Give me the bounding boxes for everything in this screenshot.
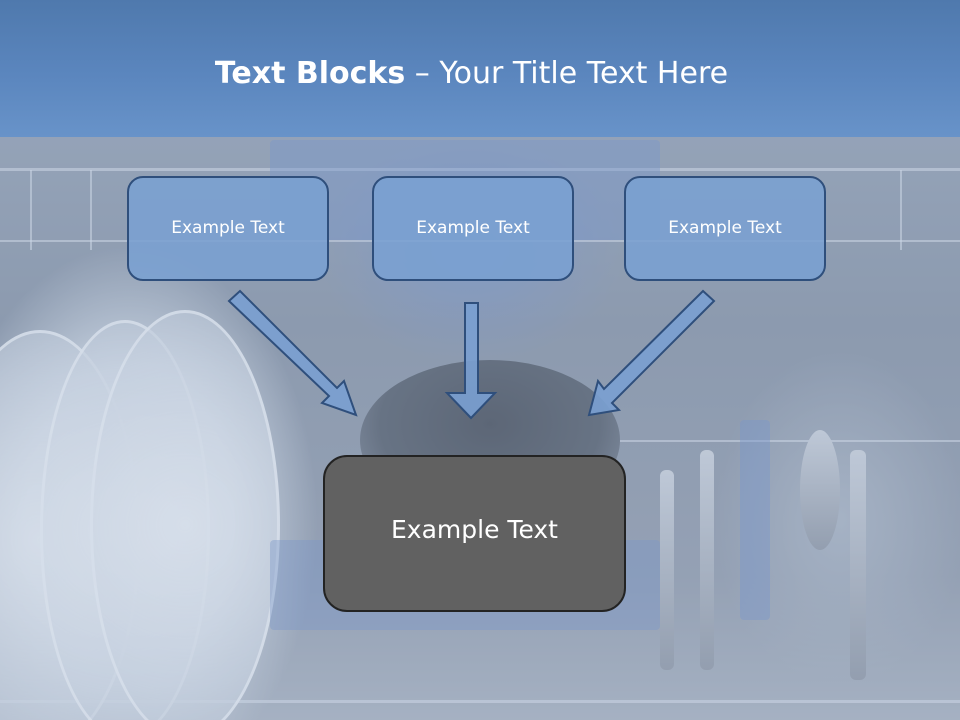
rack-wire bbox=[900, 170, 902, 250]
rack-wire bbox=[30, 170, 32, 250]
title-bold: Text Blocks bbox=[214, 56, 406, 91]
text-block-2-label: Example Text bbox=[416, 217, 530, 238]
text-block-1-label: Example Text bbox=[171, 217, 285, 238]
title-separator: – bbox=[405, 56, 440, 91]
title-rest: Your Title Text Here bbox=[439, 56, 729, 91]
cutlery-basket-handle bbox=[740, 420, 770, 620]
cutlery bbox=[660, 470, 674, 670]
rack-wire bbox=[90, 170, 92, 250]
cutlery bbox=[700, 450, 714, 670]
rack-wire bbox=[620, 440, 960, 442]
text-block-1[interactable]: Example Text bbox=[127, 176, 329, 281]
slide-title[interactable]: Text Blocks – Your Title Text Here bbox=[0, 54, 943, 94]
text-block-main[interactable]: Example Text bbox=[323, 455, 626, 612]
rack-wire bbox=[0, 168, 960, 171]
text-block-3-label: Example Text bbox=[668, 217, 782, 238]
title-bar: Text Blocks – Your Title Text Here bbox=[0, 0, 960, 137]
rack-wire bbox=[0, 700, 960, 703]
cutlery bbox=[850, 450, 866, 680]
text-block-main-label: Example Text bbox=[391, 515, 558, 544]
text-block-2[interactable]: Example Text bbox=[372, 176, 574, 281]
cutlery bbox=[800, 430, 840, 550]
text-block-3[interactable]: Example Text bbox=[624, 176, 826, 281]
